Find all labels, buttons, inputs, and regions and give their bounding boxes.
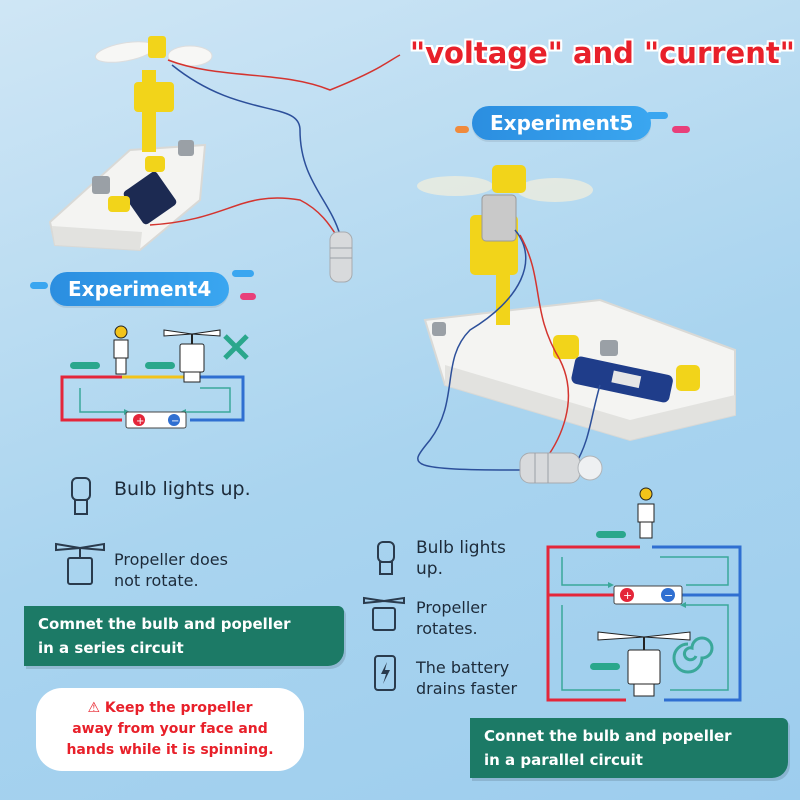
decor-dash	[455, 126, 469, 133]
propeller-motor-icon	[55, 542, 105, 585]
decor-dash	[30, 282, 48, 289]
series-propeller-caption-1: Propeller does	[114, 550, 228, 569]
propeller-motor-icon	[363, 596, 405, 631]
series-bulb-caption: Bulb lights up.	[114, 478, 251, 500]
warning-line2: away from your face and	[72, 721, 268, 737]
experiment4-label: Experiment4	[50, 272, 230, 306]
decor-dash	[672, 126, 690, 133]
series-propeller-caption-2: not rotate.	[114, 571, 199, 590]
svg-text:−: −	[664, 589, 673, 602]
decor-dash	[590, 663, 620, 670]
warning-icon: ⚠	[87, 700, 101, 716]
svg-text:+: +	[136, 416, 144, 427]
parallel-banner-line2: in a parallel circuit	[484, 751, 643, 769]
series-banner-line2: in a series circuit	[38, 639, 184, 657]
series-banner-line1: Comnet the bulb and popeller	[38, 615, 291, 633]
parallel-battery-caption-2: drains faster	[416, 679, 518, 698]
svg-text:+: +	[623, 589, 632, 602]
propeller-motor-icon	[597, 631, 691, 697]
decor-dash	[596, 531, 626, 538]
propeller-motor-icon	[163, 329, 221, 383]
parallel-propeller-caption: Propeller rotates.	[416, 598, 487, 638]
series-banner: Comnet the bulb and popeller in a series…	[24, 606, 344, 666]
warning-line3: hands while it is spinning.	[66, 742, 274, 758]
experiment5-label: Experiment5	[472, 106, 652, 140]
decor-dash	[646, 112, 668, 119]
decor-dash	[70, 362, 100, 369]
svg-text:−: −	[171, 416, 179, 427]
parallel-banner: Connet the bulb and popeller in a parall…	[470, 718, 788, 778]
warning-line1: Keep the propeller	[104, 700, 253, 716]
bulb-icon	[113, 325, 129, 375]
parallel-battery-caption-1: The battery	[416, 658, 510, 677]
decor-dash	[145, 362, 175, 369]
cross-icon	[223, 334, 249, 360]
safety-warning: ⚠ Keep the propeller away from your face…	[36, 688, 304, 771]
bulb-icon	[71, 477, 91, 515]
bulb-icon	[637, 487, 655, 539]
bulb-icon	[377, 541, 395, 575]
rotation-icon	[672, 636, 714, 674]
battery-icon	[374, 655, 396, 691]
decor-dash	[240, 293, 256, 300]
decor-dash	[232, 270, 254, 277]
parallel-banner-line1: Connet the bulb and popeller	[484, 727, 732, 745]
page-title: "voltage" and "current"	[410, 36, 795, 70]
parallel-bulb-caption: Bulb lights up.	[416, 538, 506, 579]
